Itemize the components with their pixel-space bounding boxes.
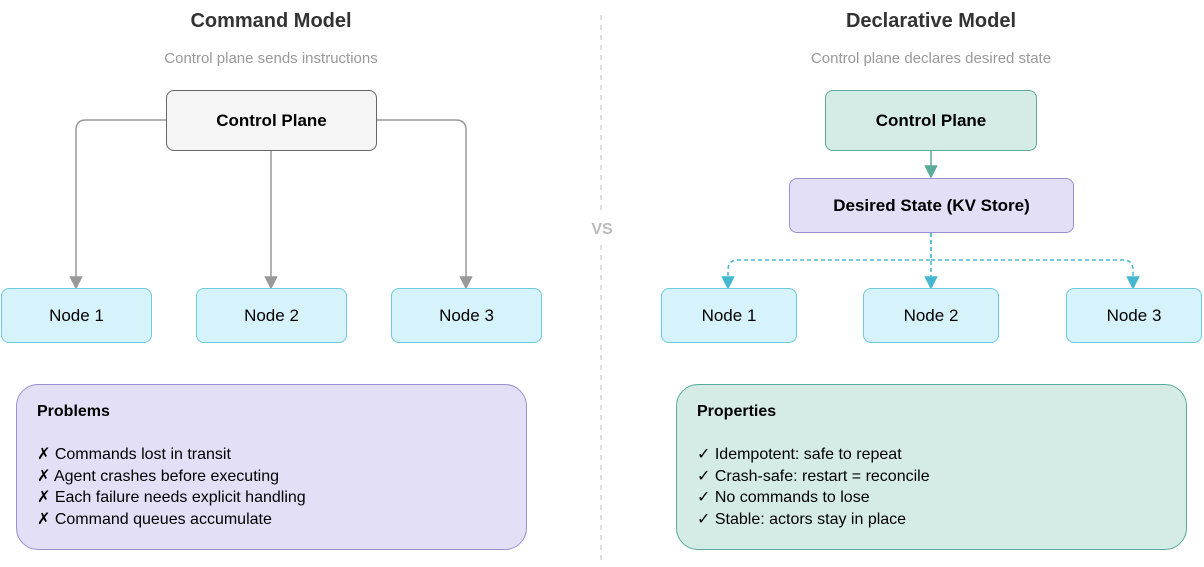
property-item: ✓ Stable: actors stay in place (697, 510, 907, 528)
left-node-3-box: Node 3 (391, 288, 542, 343)
left-node-1-label: Node 1 (49, 305, 104, 325)
left-node-3-label: Node 3 (439, 305, 494, 325)
right-node-3-box: Node 3 (1066, 288, 1202, 343)
right-subtitle: Control plane declares desired state (810, 50, 1052, 67)
left-node-1-box: Node 1 (1, 288, 152, 343)
problems-panel: Problems ✗ Commands lost in transit ✗ Ag… (16, 384, 527, 550)
property-item: ✓ Idempotent: safe to repeat (697, 446, 902, 463)
left-control-plane-label: Control Plane (216, 110, 327, 130)
right-node-1-box: Node 1 (661, 288, 797, 343)
properties-title: Properties (697, 403, 777, 420)
properties-panel: Properties ✓ Idempotent: safe to repeat … (676, 384, 1187, 550)
desired-state-box: Desired State (KV Store) (789, 178, 1074, 233)
vs-label: VS (591, 221, 613, 238)
problem-item: ✗ Commands lost in transit (37, 446, 231, 463)
property-item: ✓ Crash-safe: restart = reconcile (697, 467, 930, 485)
problem-item: ✗ Agent crashes before executing (37, 467, 279, 485)
property-item: ✓ No commands to lose (697, 489, 870, 506)
right-control-plane-label: Control Plane (875, 110, 987, 130)
problems-title: Problems (37, 403, 110, 420)
left-node-2-label: Node 2 (244, 305, 299, 325)
left-control-plane-box: Control Plane (166, 90, 377, 151)
left-title: Command Model (190, 10, 352, 32)
right-node-3-label: Node 3 (1106, 305, 1162, 325)
right-title: Declarative Model (845, 10, 1017, 32)
problem-item: ✗ Command queues accumulate (37, 510, 272, 528)
right-node-1-label: Node 1 (701, 305, 757, 325)
right-node-2-box: Node 2 (863, 288, 999, 343)
dashed-ds-to-node-1 (721, 233, 932, 290)
left-subtitle: Control plane sends instructions (164, 50, 378, 67)
dashed-ds-to-node-3 (931, 259, 1140, 290)
problem-item: ✗ Each failure needs explicit handling (37, 489, 306, 506)
left-node-2-box: Node 2 (196, 288, 347, 343)
right-node-2-label: Node 2 (903, 305, 959, 325)
arrow-cp-to-node-3 (377, 119, 473, 290)
arrow-cp-to-node-1 (69, 119, 166, 290)
desired-state-label: Desired State (KV Store) (833, 195, 1030, 215)
right-control-plane-box: Control Plane (825, 90, 1037, 151)
